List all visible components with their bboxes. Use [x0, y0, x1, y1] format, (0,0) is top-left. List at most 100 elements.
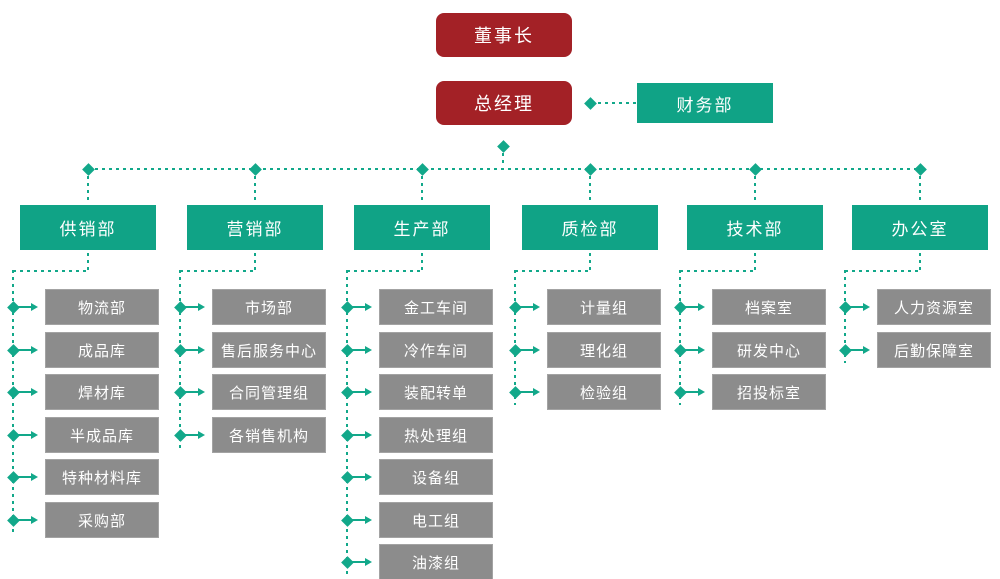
- sub-department-node: 电工组: [379, 502, 493, 538]
- sub-department-node-label: 油漆组: [411, 554, 460, 572]
- connector-gm-down: [502, 153, 504, 167]
- sub-department-node-label: 后勤保障室: [893, 342, 974, 360]
- general-manager-node: 总经理: [436, 81, 572, 125]
- chairman-label: 董事长: [474, 26, 534, 46]
- connector-gm-finance: [598, 102, 637, 104]
- sub-department-node-label: 金工车间: [403, 299, 468, 317]
- arrow-icon: [198, 388, 205, 396]
- arrow-line: [352, 434, 365, 436]
- sub-department-node-label: 理化组: [579, 342, 628, 360]
- finance-department-label: 财务部: [676, 95, 734, 115]
- department-node-label: 供销部: [59, 220, 117, 239]
- arrow-line: [352, 349, 365, 351]
- sub-department-node: 半成品库: [45, 417, 159, 453]
- arrow-icon: [31, 473, 38, 481]
- general-manager-label: 总经理: [474, 94, 534, 114]
- diamond-dot: [497, 140, 510, 153]
- arrow-icon: [365, 473, 372, 481]
- department-node-label: 办公室: [891, 220, 949, 239]
- sub-department-node: 后勤保障室: [877, 332, 991, 368]
- sub-department-node-label: 计量组: [579, 299, 628, 317]
- connector-dept-stub: [919, 253, 921, 271]
- arrow-icon: [698, 346, 705, 354]
- sub-department-node: 物流部: [45, 289, 159, 325]
- arrow-icon: [198, 303, 205, 311]
- arrow-icon: [365, 303, 372, 311]
- arrow-line: [352, 306, 365, 308]
- arrow-icon: [365, 516, 372, 524]
- arrow-icon: [533, 346, 540, 354]
- connector-elbow: [13, 270, 88, 272]
- arrow-icon: [365, 388, 372, 396]
- arrow-line: [185, 434, 198, 436]
- arrow-line: [352, 561, 365, 563]
- arrow-icon: [365, 346, 372, 354]
- connector-dept-stub: [254, 253, 256, 271]
- sub-department-node: 招投标室: [712, 374, 826, 410]
- sub-department-node: 档案室: [712, 289, 826, 325]
- department-node: 供销部: [20, 205, 156, 250]
- sub-department-node: 油漆组: [379, 544, 493, 579]
- sub-department-node-label: 装配转单: [403, 384, 468, 402]
- sub-department-node-label: 焊材库: [77, 384, 126, 402]
- diamond-dot: [416, 163, 429, 176]
- arrow-line: [685, 306, 698, 308]
- sub-department-node-label: 人力资源室: [893, 299, 974, 317]
- sub-department-node: 理化组: [547, 332, 661, 368]
- sub-department-node-label: 设备组: [411, 469, 460, 487]
- department-node: 生产部: [354, 205, 490, 250]
- connector-rail-to-dept: [87, 176, 89, 204]
- arrow-line: [685, 349, 698, 351]
- arrow-line: [185, 391, 198, 393]
- department-node: 营销部: [187, 205, 323, 250]
- department-node-label: 生产部: [393, 220, 451, 239]
- sub-department-node: 合同管理组: [212, 374, 326, 410]
- sub-department-node: 焊材库: [45, 374, 159, 410]
- sub-department-node-label: 成品库: [77, 342, 126, 360]
- arrow-icon: [698, 388, 705, 396]
- sub-department-node-label: 档案室: [744, 299, 793, 317]
- arrow-line: [18, 391, 31, 393]
- department-node-label: 技术部: [726, 220, 784, 239]
- sub-department-node: 售后服务中心: [212, 332, 326, 368]
- sub-department-node-label: 特种材料库: [61, 469, 142, 487]
- arrow-line: [520, 306, 533, 308]
- arrow-icon: [31, 516, 38, 524]
- arrow-line: [18, 434, 31, 436]
- sub-department-node-label: 合同管理组: [228, 384, 309, 402]
- arrow-line: [352, 519, 365, 521]
- connector-rail-to-dept: [421, 176, 423, 204]
- arrow-icon: [31, 346, 38, 354]
- sub-department-node-label: 物流部: [77, 299, 126, 317]
- diamond-dot: [584, 97, 597, 110]
- connector-elbow: [515, 270, 590, 272]
- department-node-label: 质检部: [561, 220, 619, 239]
- arrow-line: [685, 391, 698, 393]
- sub-department-node: 采购部: [45, 502, 159, 538]
- connector-elbow: [180, 270, 255, 272]
- arrow-line: [850, 306, 863, 308]
- arrow-icon: [365, 431, 372, 439]
- arrow-line: [520, 349, 533, 351]
- sub-department-node-label: 热处理组: [403, 427, 468, 445]
- arrow-line: [520, 391, 533, 393]
- diamond-dot: [749, 163, 762, 176]
- connector-rail-to-dept: [254, 176, 256, 204]
- connector-dept-stub: [589, 253, 591, 271]
- chairman-node: 董事长: [436, 13, 572, 57]
- arrow-line: [185, 349, 198, 351]
- sub-department-node: 特种材料库: [45, 459, 159, 495]
- arrow-line: [18, 306, 31, 308]
- arrow-icon: [31, 303, 38, 311]
- sub-department-node: 研发中心: [712, 332, 826, 368]
- connector-dept-stub: [421, 253, 423, 271]
- connector-column-line: [844, 270, 846, 363]
- diamond-dot: [914, 163, 927, 176]
- connector-column-line: [179, 270, 181, 448]
- arrow-icon: [198, 346, 205, 354]
- sub-department-node: 各销售机构: [212, 417, 326, 453]
- connector-column-line: [12, 270, 14, 533]
- arrow-icon: [365, 558, 372, 566]
- finance-department-node: 财务部: [637, 83, 773, 123]
